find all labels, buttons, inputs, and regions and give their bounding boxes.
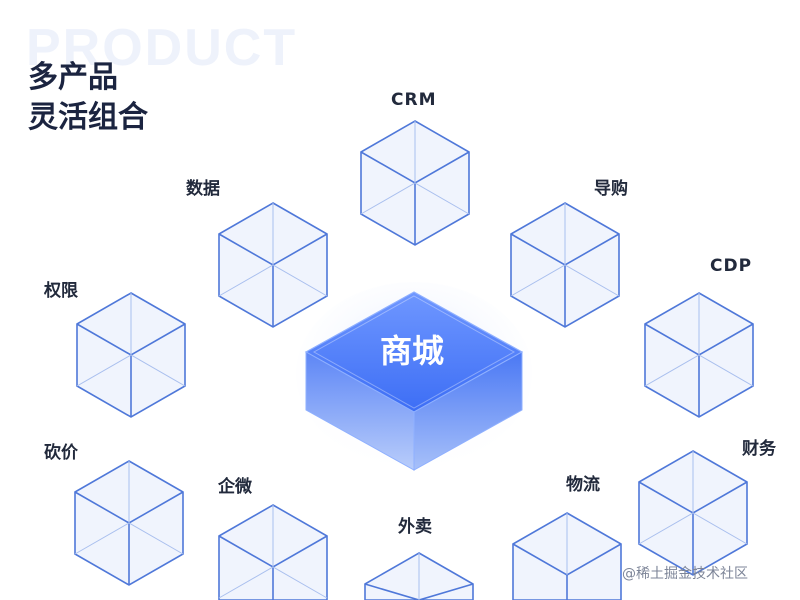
- module-label-daogou: 导购: [594, 179, 628, 199]
- cube-quanxian: [76, 292, 186, 418]
- page-heading: 多产品 灵活组合: [28, 58, 148, 138]
- module-label-caiwu: 财务: [742, 439, 776, 459]
- center-label: 商城: [380, 332, 445, 370]
- module-label-wuliu: 物流: [566, 475, 600, 495]
- module-label-waimai: 外卖: [398, 517, 432, 537]
- cube-wuliu: [512, 512, 622, 600]
- module-label-crm: CRM: [391, 90, 437, 110]
- module-label-quanxian: 权限: [44, 281, 78, 301]
- center-block: [296, 282, 532, 471]
- module-label-kanjia: 砍价: [44, 443, 78, 463]
- heading-line-1: 多产品: [28, 60, 118, 95]
- cube-waimai: [364, 552, 474, 600]
- cube-shuju: [218, 202, 328, 328]
- cube-crm: [360, 120, 470, 246]
- module-label-cdp: CDP: [710, 256, 753, 276]
- module-label-qiwei: 企微: [218, 477, 252, 497]
- cube-daogou: [510, 202, 620, 328]
- footer-watermark: @稀土掘金技术社区: [622, 566, 748, 582]
- heading-line-2: 灵活组合: [28, 100, 148, 135]
- cube-kanjia: [74, 460, 184, 586]
- cube-caiwu: [638, 450, 748, 576]
- cube-cdp: [644, 292, 754, 418]
- cube-qiwei: [218, 504, 328, 600]
- product-watermark: PRODUCT: [26, 19, 298, 77]
- module-label-shuju: 数据: [186, 179, 220, 199]
